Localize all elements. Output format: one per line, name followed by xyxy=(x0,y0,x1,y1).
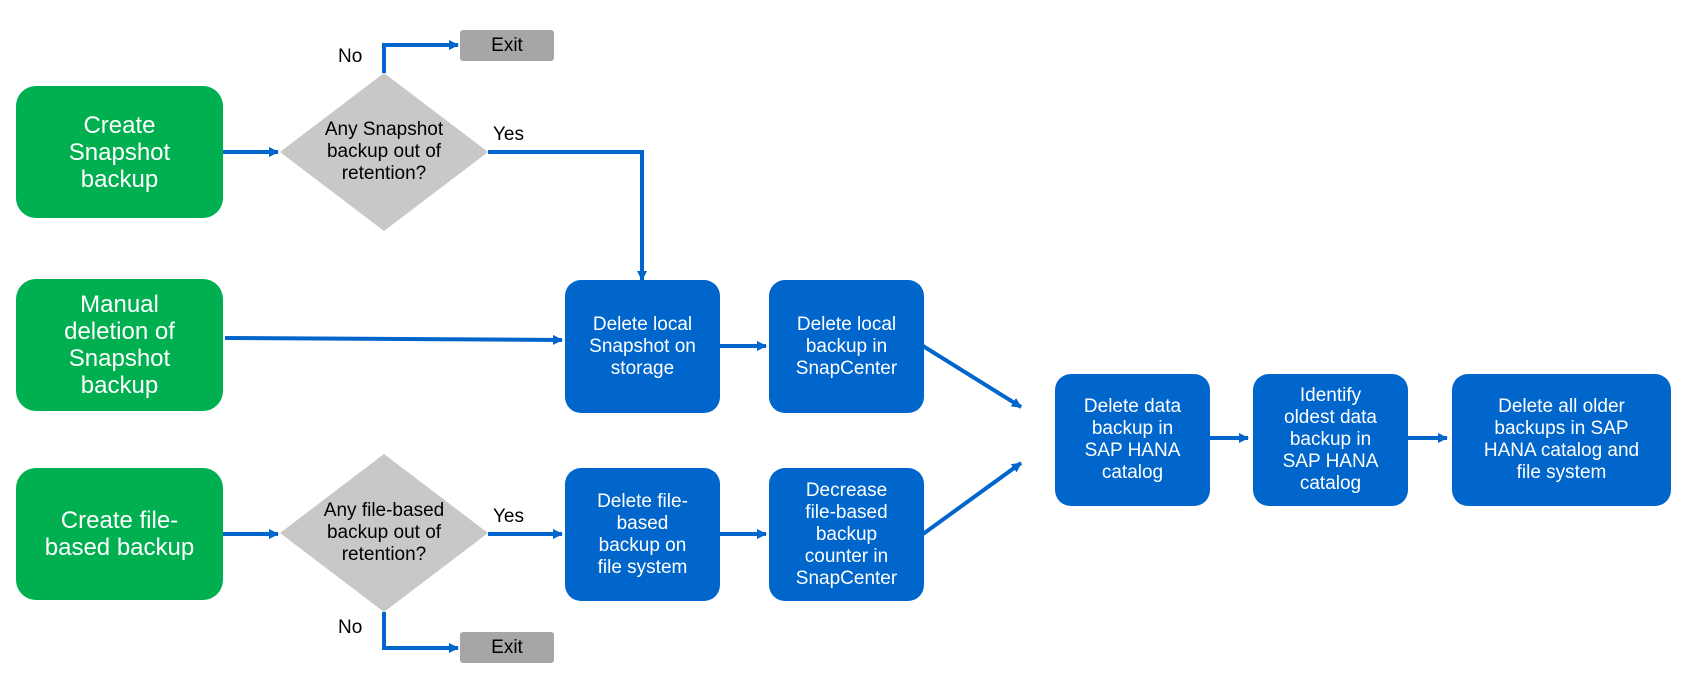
arrow-decrease-counter-to-delete-data xyxy=(921,461,1023,536)
decrease-counter-node: Decrease file-based backup counter in Sn… xyxy=(769,468,924,601)
delete-local-backup-node: Delete local backup in SnapCenter xyxy=(769,280,924,413)
delete-local-snapshot-label: Delete local Snapshot on storage xyxy=(589,313,696,379)
manual-deletion-label: Manual deletion of Snapshot backup xyxy=(64,291,175,399)
edge-label-no-bottom: No xyxy=(338,617,363,638)
decision-file-text: Any file-based backup out of retention? xyxy=(323,500,445,565)
create-file-based-backup-node: Create file- based backup xyxy=(16,468,223,600)
decrease-counter-label: Decrease file-based backup counter in Sn… xyxy=(795,479,898,589)
decision-diamond-snapshot xyxy=(280,73,488,231)
arrow-delete-local-backup-to-delete-data xyxy=(921,344,1023,409)
arrow-manual-deletion-to-delete-local xyxy=(224,334,563,345)
decision-diamond-file xyxy=(280,454,488,612)
arrow-decision-file-no-to-exit xyxy=(382,612,459,653)
create-file-based-backup-label: Create file- based backup xyxy=(44,507,195,561)
arrow-decision-snapshot-no-to-exit xyxy=(382,40,459,73)
create-snapshot-backup-label: Create Snapshot backup xyxy=(68,111,171,193)
exit-bottom-node: Exit xyxy=(460,632,554,663)
create-snapshot-backup-node: Create Snapshot backup xyxy=(16,86,223,218)
delete-local-snapshot-node: Delete local Snapshot on storage xyxy=(565,280,720,413)
decision-snapshot-label: Any Snapshot backup out of retention? xyxy=(300,112,468,192)
edge-label-yes-top: Yes xyxy=(493,124,524,145)
arrow-decision-snapshot-yes-to-delete-local xyxy=(488,150,647,281)
identify-oldest-label: Identify oldest data backup in SAP HANA … xyxy=(1282,385,1379,494)
delete-all-older-node: Delete all older backups in SAP HANA cat… xyxy=(1452,374,1671,506)
edge-label-yes-bottom: Yes xyxy=(493,506,524,527)
delete-file-backup-label: Delete file- based backup on file system xyxy=(597,490,688,578)
delete-file-backup-node: Delete file- based backup on file system xyxy=(565,468,720,601)
decision-snapshot-text: Any Snapshot backup out of retention? xyxy=(324,119,444,184)
identify-oldest-node: Identify oldest data backup in SAP HANA … xyxy=(1253,374,1408,506)
delete-data-backup-node: Delete data backup in SAP HANA catalog xyxy=(1055,374,1210,506)
exit-top-node: Exit xyxy=(460,30,554,61)
delete-local-backup-label: Delete local backup in SnapCenter xyxy=(795,313,898,379)
decision-file-label: Any file-based backup out of retention? xyxy=(300,493,468,573)
delete-all-older-label: Delete all older backups in SAP HANA cat… xyxy=(1483,396,1640,483)
edge-label-no-top: No xyxy=(338,46,363,67)
delete-data-backup-label: Delete data backup in SAP HANA catalog xyxy=(1083,396,1182,483)
manual-deletion-node: Manual deletion of Snapshot backup xyxy=(16,279,223,411)
exit-top-label: Exit xyxy=(491,34,523,56)
exit-bottom-label: Exit xyxy=(491,636,523,658)
